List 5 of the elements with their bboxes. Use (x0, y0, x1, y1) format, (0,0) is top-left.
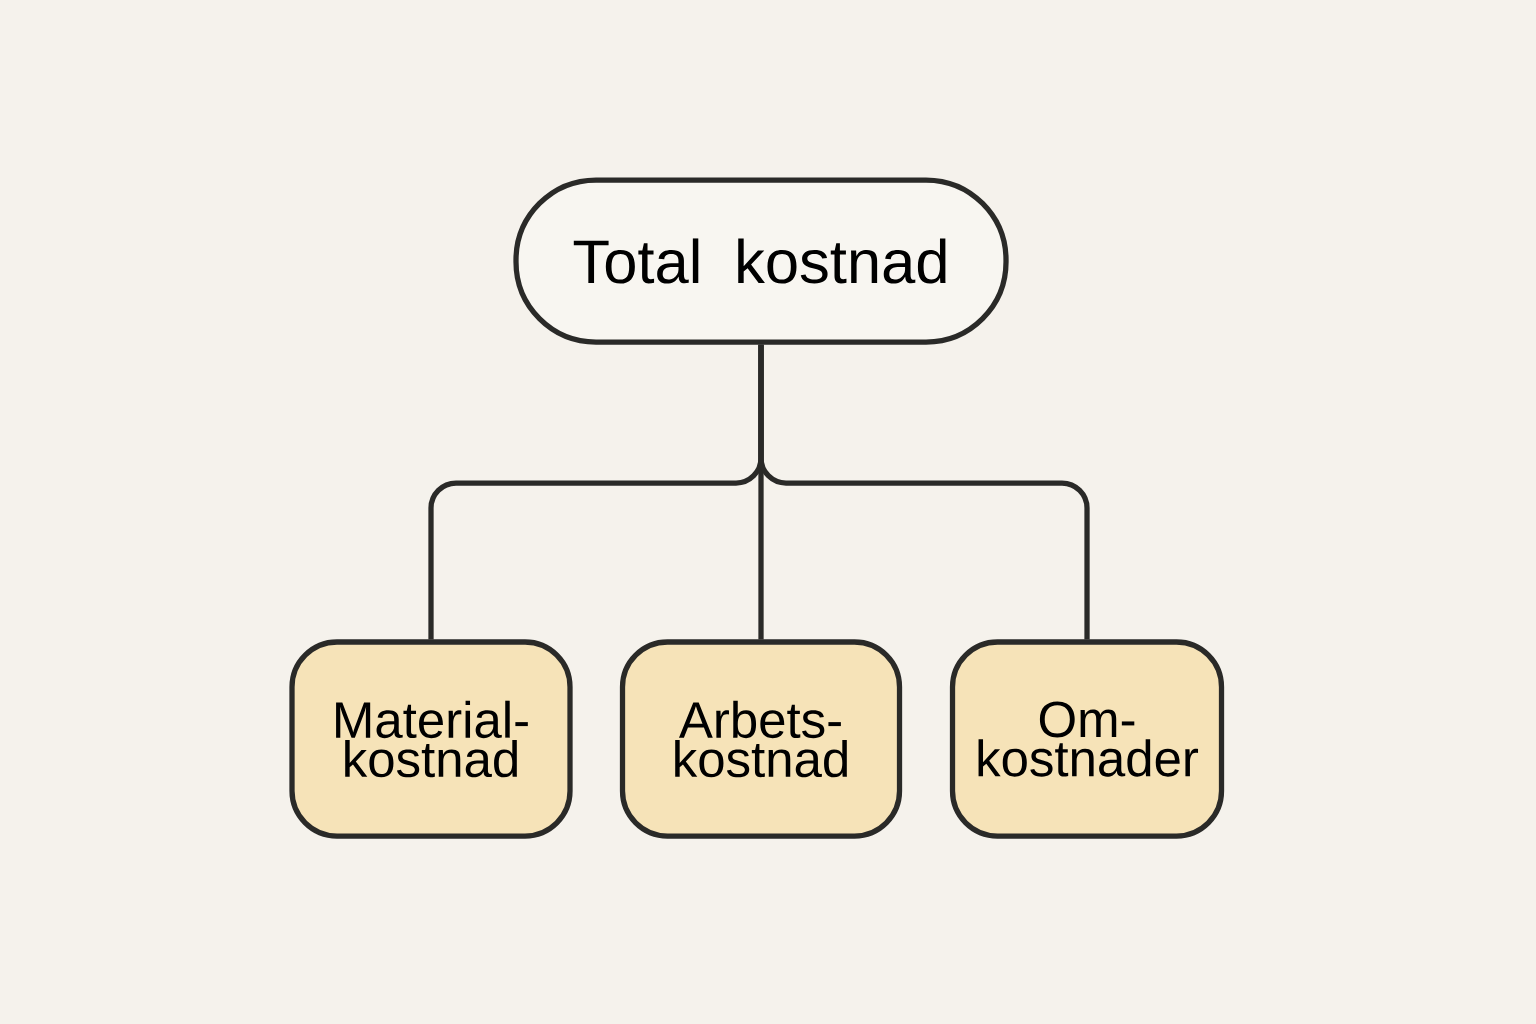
cost-box: Arbets- kostnad (619, 639, 903, 839)
cost-box: Material- kostnad (289, 639, 573, 839)
cost-box: Om- kostnader (949, 639, 1225, 839)
connector-line (758, 344, 1090, 640)
pill-box: Total kostnad (513, 177, 1009, 345)
